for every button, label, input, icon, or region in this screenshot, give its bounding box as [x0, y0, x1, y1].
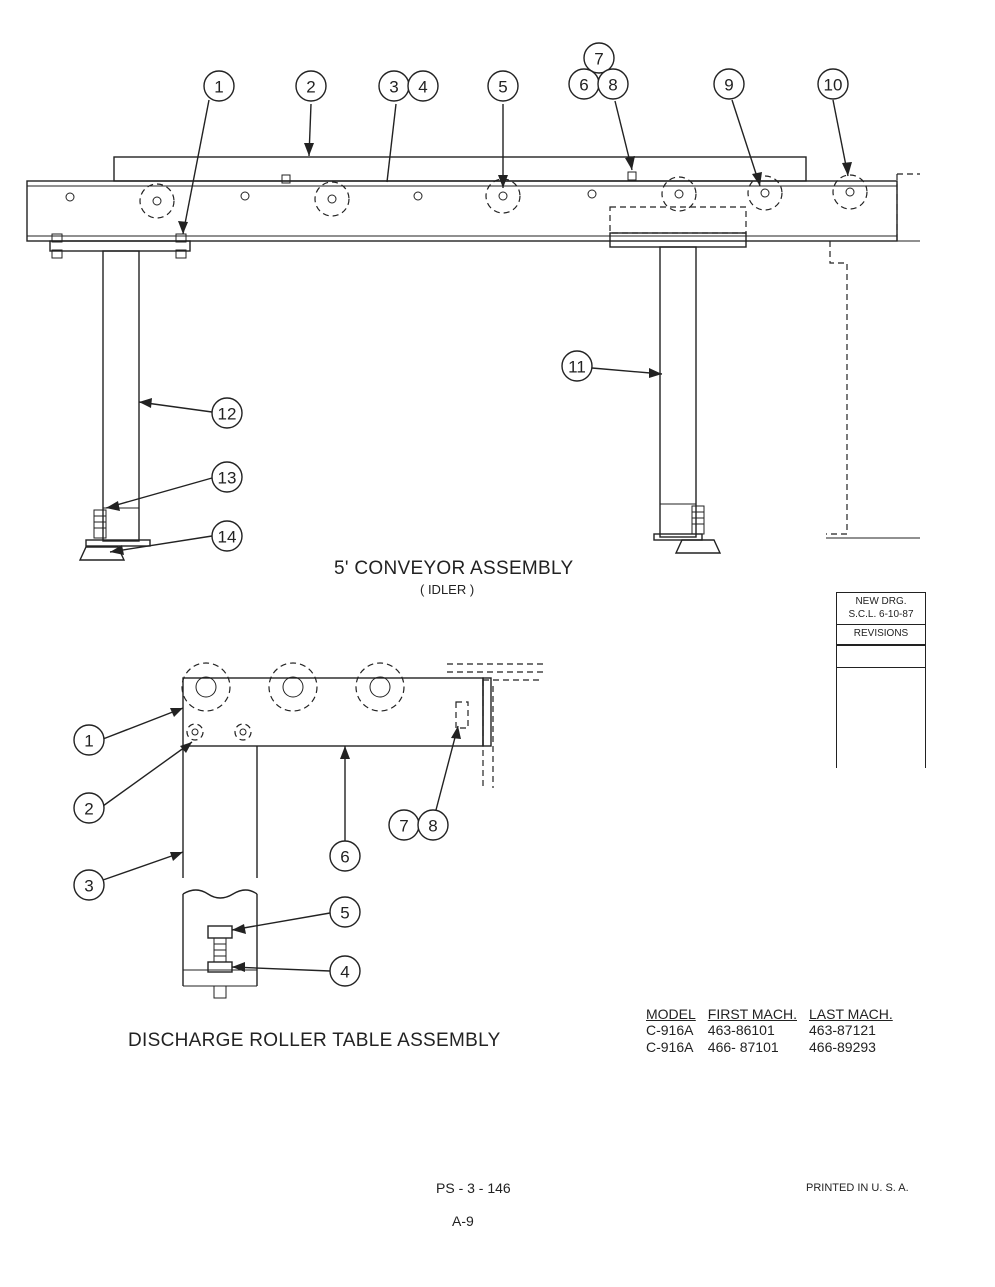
conveyor-assembly-title: 5' CONVEYOR ASSEMBLY — [334, 558, 574, 579]
roller-mounts — [139, 174, 868, 219]
cell-last-mach: 463-87121 — [809, 1022, 876, 1038]
cell-model: C-916A — [646, 1039, 694, 1055]
svg-text:2: 2 — [306, 78, 315, 97]
revision-line-1: NEW DRG. — [855, 596, 907, 607]
svg-text:4: 4 — [340, 963, 349, 982]
svg-text:14: 14 — [218, 528, 237, 547]
header-last-mach: LAST MACH. — [809, 1006, 893, 1022]
callout-conveyor-11: 11 — [561, 350, 593, 382]
model-table: MODEL FIRST MACH. LAST MACH. C-916A 463-… — [646, 1006, 905, 1056]
callout-discharge-5: 5 — [329, 896, 361, 928]
callout-discharge-6: 6 — [329, 840, 361, 872]
table-row: C-916A 466- 87101 466-89293 — [646, 1039, 905, 1056]
header-model: MODEL — [646, 1006, 696, 1022]
svg-text:11: 11 — [568, 358, 586, 377]
callout-discharge-1: 1 — [73, 724, 105, 756]
svg-text:6: 6 — [340, 848, 349, 867]
callout-conveyor-12: 12 — [211, 397, 243, 429]
discharge-assembly-title: DISCHARGE ROLLER TABLE ASSEMBLY — [128, 1030, 501, 1051]
callout-discharge-8: 8 — [417, 809, 449, 841]
callout-conveyor-9: 9 — [713, 68, 745, 100]
discharge-leaders — [102, 707, 459, 972]
revision-block: NEW DRG. S.C.L. 6-10-87 REVISIONS — [836, 592, 926, 768]
drawing-number: PS - 3 - 146 — [436, 1180, 511, 1196]
callout-discharge-3: 3 — [73, 869, 105, 901]
callout-conveyor-6: 6 — [568, 68, 600, 100]
callout-conveyor-14: 14 — [211, 520, 243, 552]
callout-conveyor-10: 10 — [817, 68, 849, 100]
discharge-assembly-drawing — [181, 662, 543, 999]
header-first-mach: FIRST MACH. — [707, 1006, 797, 1022]
cell-model: C-916A — [646, 1022, 694, 1038]
page-number: A-9 — [452, 1213, 474, 1229]
svg-text:5: 5 — [498, 78, 507, 97]
revision-new-drawing: NEW DRG. S.C.L. 6-10-87 — [837, 592, 925, 625]
svg-text:6: 6 — [579, 76, 588, 95]
callout-conveyor-4: 4 — [407, 70, 439, 102]
callout-conveyor-8: 8 — [597, 68, 629, 100]
svg-text:2: 2 — [84, 800, 93, 819]
cell-last-mach: 466-89293 — [809, 1039, 876, 1055]
callout-discharge-7: 7 — [388, 809, 420, 841]
svg-text:5: 5 — [340, 904, 349, 923]
callout-conveyor-7: 7 — [583, 42, 615, 74]
callout-conveyor-2: 2 — [295, 70, 327, 102]
callout-discharge-4: 4 — [329, 955, 361, 987]
revision-line-2: S.C.L. 6-10-87 — [848, 609, 914, 620]
conveyor-assembly-drawing — [26, 156, 920, 561]
arrow-heads — [106, 143, 852, 972]
svg-text:1: 1 — [84, 732, 93, 751]
svg-text:7: 7 — [399, 817, 408, 836]
printed-in-usa: PRINTED IN U. S. A. — [806, 1182, 909, 1194]
model-table-header: MODEL FIRST MACH. LAST MACH. — [646, 1006, 905, 1022]
svg-text:9: 9 — [724, 76, 733, 95]
conveyor-assembly-subtitle: ( IDLER ) — [420, 582, 475, 597]
cell-first-mach: 466- 87101 — [707, 1039, 779, 1055]
svg-text:4: 4 — [418, 78, 427, 97]
revision-blank-row — [837, 644, 925, 669]
cell-first-mach: 463-86101 — [707, 1022, 775, 1038]
svg-text:12: 12 — [218, 405, 237, 424]
svg-text:8: 8 — [428, 817, 437, 836]
svg-text:10: 10 — [824, 76, 843, 95]
svg-text:13: 13 — [218, 469, 237, 488]
table-row: C-916A 463-86101 463-87121 — [646, 1022, 905, 1039]
callout-discharge-2: 2 — [73, 792, 105, 824]
callout-conveyor-3: 3 — [378, 70, 410, 102]
callout-conveyor-1: 1 — [203, 70, 235, 102]
svg-text:8: 8 — [608, 76, 617, 95]
revisions-label: REVISIONS — [837, 623, 925, 646]
callout-conveyor-5: 5 — [487, 70, 519, 102]
svg-text:3: 3 — [389, 78, 398, 97]
svg-text:7: 7 — [594, 50, 603, 69]
callout-conveyor-13: 13 — [211, 461, 243, 493]
svg-text:3: 3 — [84, 877, 93, 896]
svg-text:1: 1 — [214, 78, 223, 97]
